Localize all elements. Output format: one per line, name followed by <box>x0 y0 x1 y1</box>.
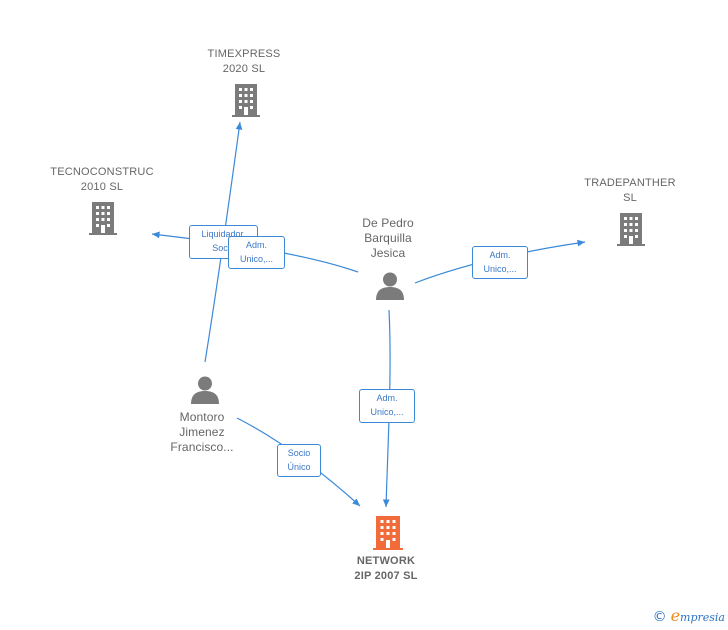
edge-label-line: Socio <box>287 448 311 458</box>
edge-label-line: Unico,... <box>239 254 273 264</box>
edge-label-adm-tecnoconstruc[interactable]: Adm. Unico,... <box>228 236 285 269</box>
edge-label-line: Liquidador, <box>201 229 246 239</box>
node-label-line: TRADEPANTHER <box>584 177 676 189</box>
node-label-line: SL <box>623 192 637 204</box>
person-icon-depedro[interactable] <box>376 272 404 301</box>
node-label-line: 2020 SL <box>222 63 266 75</box>
node-label-tradepanther[interactable]: TRADEPANTHER SL <box>577 176 683 206</box>
person-icon-montoro[interactable] <box>191 376 219 405</box>
node-label-montoro[interactable]: Montoro Jimenez Francisco... <box>157 410 247 455</box>
edge-label-line: Único <box>287 462 311 472</box>
node-label-line: Barquilla <box>364 231 412 245</box>
node-label-line: Montoro <box>179 410 225 424</box>
node-label-line: Francisco... <box>170 440 234 454</box>
node-label-depedro[interactable]: De Pedro Barquilla Jesica <box>343 216 433 261</box>
empresia-watermark[interactable]: ©empresia <box>653 606 725 625</box>
node-label-line: 2010 SL <box>80 181 124 193</box>
building-icon-timexpress[interactable] <box>232 84 260 117</box>
edge-label-adm-tradepanther[interactable]: Adm. Unico,... <box>472 246 528 279</box>
building-icon-network[interactable] <box>373 516 403 550</box>
brand-name: mpresia <box>680 611 725 624</box>
node-label-line: De Pedro <box>362 216 414 230</box>
node-label-network[interactable]: NETWORK 2IP 2007 SL <box>331 554 441 584</box>
node-label-line: Jimenez <box>179 425 225 439</box>
edge-label-socio-unico[interactable]: Socio Único <box>277 444 321 477</box>
edge-label-adm-network[interactable]: Adm. Unico,... <box>359 389 415 423</box>
node-label-tecnoconstruc[interactable]: TECNOCONSTRUC 2010 SL <box>43 165 161 195</box>
brand-e: e <box>670 606 681 625</box>
edge-label-line: Adm. <box>245 240 267 250</box>
edge-label-line: Socio <box>212 243 235 253</box>
node-label-line: NETWORK <box>356 555 416 567</box>
node-label-line: TECNOCONSTRUC <box>50 166 154 178</box>
building-icon-tradepanther[interactable] <box>617 213 645 246</box>
edge-label-line: Adm. <box>489 250 511 260</box>
edge-label-line: Adm. <box>376 393 398 403</box>
building-icon-tecnoconstruc[interactable] <box>89 202 117 235</box>
node-label-line: 2IP 2007 SL <box>354 570 418 582</box>
node-label-line: Jesica <box>370 246 406 260</box>
edge-label-line: Unico,... <box>483 264 517 274</box>
copyright-icon: © <box>652 609 667 625</box>
node-label-timexpress[interactable]: TIMEXPRESS 2020 SL <box>194 47 294 77</box>
node-label-line: TIMEXPRESS <box>207 48 281 60</box>
edge-label-line: Unico,... <box>370 407 404 417</box>
